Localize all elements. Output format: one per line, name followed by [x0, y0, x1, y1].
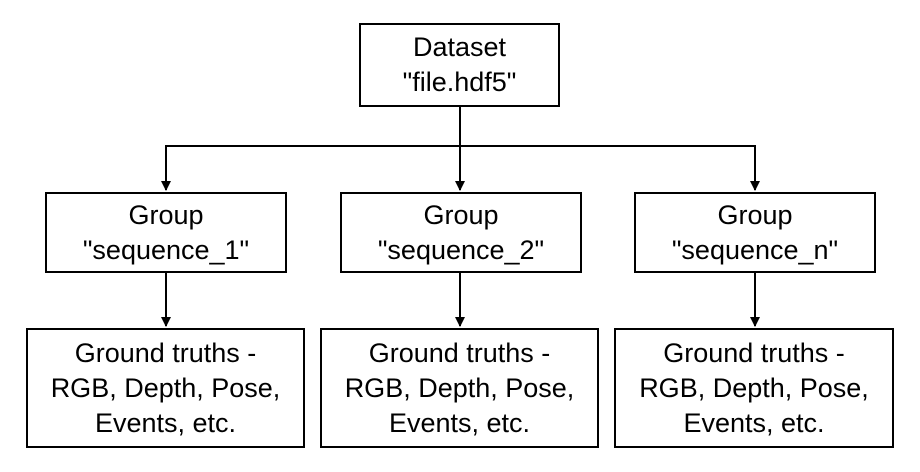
group-node-title: Group [717, 199, 793, 230]
group-node-name: "sequence_n" [671, 234, 839, 265]
dataset-node: Dataset "file.hdf5" [359, 23, 560, 107]
ground-truths-line-1: Ground truths - [663, 337, 845, 368]
ground-truths-line-2: RGB, Depth, Pose, [50, 372, 281, 403]
group-node-title: Group [128, 199, 204, 230]
dataset-node-title: Dataset [412, 32, 507, 62]
ground-truths-line-2: RGB, Depth, Pose, [639, 372, 869, 403]
ground-truths-line-1: Ground truths - [368, 337, 551, 368]
group-node-sequence-2: Group "sequence_2" [340, 192, 582, 273]
ground-truths-line-3: Events, etc. [683, 407, 825, 438]
group-node-sequence-n: Group "sequence_n" [634, 192, 876, 273]
group-node-name: "sequence_2" [377, 234, 545, 265]
ground-truths-line-1: Ground truths - [74, 337, 257, 368]
group-node-title: Group [423, 199, 499, 230]
group-node-sequence-1: Group "sequence_1" [45, 192, 287, 273]
ground-truths-node-3: Ground truths - RGB, Depth, Pose, Events… [614, 328, 894, 448]
ground-truths-node-1: Ground truths - RGB, Depth, Pose, Events… [26, 328, 305, 448]
ground-truths-line-3: Events, etc. [94, 407, 237, 438]
ground-truths-node-2: Ground truths - RGB, Depth, Pose, Events… [320, 328, 599, 448]
dataset-node-filename: "file.hdf5" [402, 67, 517, 97]
group-node-name: "sequence_1" [82, 234, 250, 265]
ground-truths-line-3: Events, etc. [388, 407, 531, 438]
ground-truths-line-2: RGB, Depth, Pose, [344, 372, 575, 403]
